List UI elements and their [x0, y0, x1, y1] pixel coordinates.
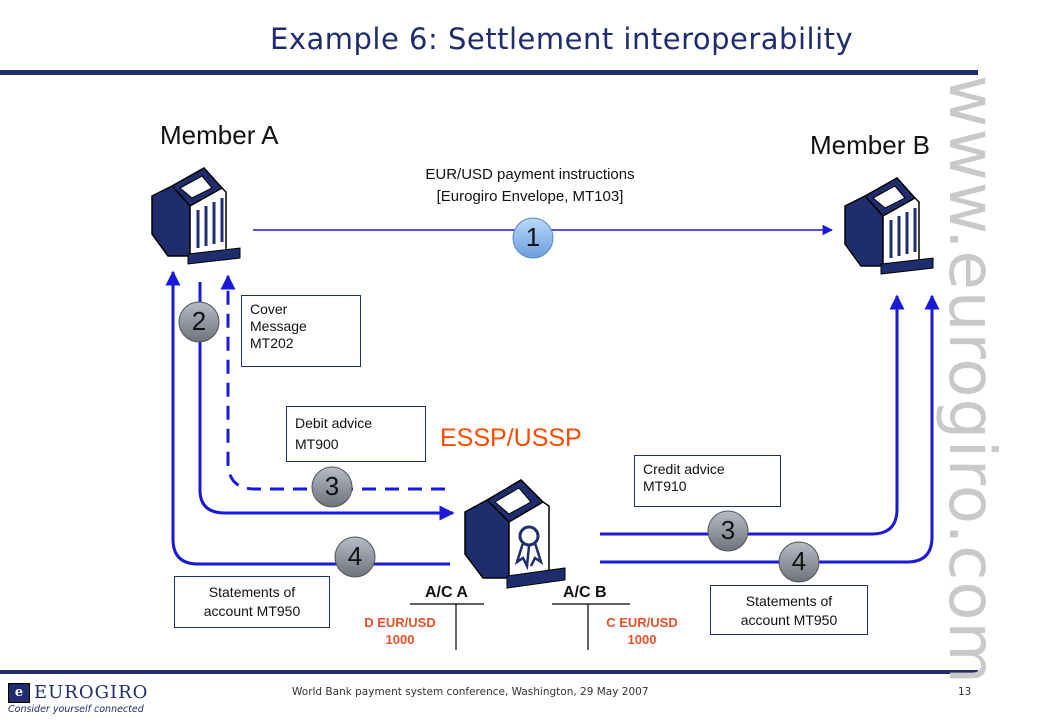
page-title: Example 6: Settlement interoperability — [270, 22, 854, 56]
cover-message-arrow — [198, 282, 455, 521]
member-b-label: Member B — [810, 130, 930, 160]
essp-ussp-label: ESSP/USSP — [440, 424, 582, 452]
account-a-entry-line1: D EUR/USD — [364, 615, 436, 630]
account-b-label: A/C B — [563, 584, 607, 601]
logo-wordmark: EUROGIRO — [34, 682, 149, 703]
payment-instructions-line1: EUR/USD payment instructions — [425, 166, 635, 183]
account-a-entry: D EUR/USD 1000 — [350, 614, 450, 648]
cover-message-line3: MT202 — [250, 335, 294, 351]
central-bank-icon — [464, 479, 566, 589]
statements-b-line2: account MT950 — [740, 612, 838, 628]
step-3a-badge — [311, 466, 353, 508]
credit-advice-line2: MT910 — [643, 478, 687, 494]
step-1-number: 1 — [525, 222, 541, 252]
payment-instructions-line2: [Eurogiro Envelope, MT103] — [436, 188, 624, 205]
bank-a-icon — [151, 167, 241, 265]
statements-a-arrow — [165, 270, 450, 566]
step-3a-number: 3 — [324, 471, 340, 501]
title-rule — [0, 70, 978, 75]
account-b-entry-line2: 1000 — [627, 632, 657, 647]
step-4a-number: 4 — [347, 541, 363, 571]
footer-rule — [0, 670, 978, 674]
step-1-badge — [512, 217, 554, 259]
step-4b-badge — [778, 541, 820, 583]
account-a-label: A/C A — [425, 584, 468, 601]
t-account-b — [552, 603, 630, 650]
credit-advice-line1: Credit advice — [643, 461, 725, 477]
step-3b-number: 3 — [720, 515, 736, 545]
credit-advice-arrow — [600, 294, 905, 536]
statements-a-box: Statements of account MT950 — [174, 576, 330, 628]
debit-advice-box: Debit advice MT900 — [286, 406, 426, 462]
credit-advice-box: Credit advice MT910 — [634, 455, 781, 507]
statements-a-line2: account MT950 — [203, 603, 301, 619]
t-account-a — [410, 603, 484, 650]
account-b-entry: C EUR/USD 1000 — [592, 614, 692, 648]
step-3b-badge — [707, 510, 749, 552]
debit-advice-line1: Debit advice — [295, 415, 373, 431]
account-a-entry-line2: 1000 — [385, 632, 415, 647]
step-2-badge — [178, 301, 220, 343]
statements-b-arrow — [600, 294, 940, 564]
step-4b-number: 4 — [791, 546, 807, 576]
payment-instructions-label: EUR/USD payment instructions [Eurogiro E… — [360, 164, 700, 208]
cover-message-line1: Cover — [250, 301, 288, 317]
footer-conference: World Bank payment system conference, Wa… — [292, 686, 649, 698]
step-4a-badge — [334, 536, 376, 578]
bank-b-icon — [844, 177, 934, 275]
page-number: 13 — [958, 686, 972, 698]
statements-b-box: Statements of account MT950 — [710, 585, 868, 635]
step-2-number: 2 — [191, 306, 207, 336]
account-b-entry-line1: C EUR/USD — [606, 615, 678, 630]
cover-message-box: Cover Message MT202 — [241, 295, 361, 367]
statements-a-line1: Statements of — [208, 584, 296, 600]
cover-message-line2: Message — [250, 318, 307, 334]
debit-advice-arrow — [220, 274, 445, 491]
statements-b-line1: Statements of — [745, 593, 833, 609]
debit-advice-line2: MT900 — [295, 436, 339, 452]
eurogiro-logo: e EUROGIRO Consider yourself connected — [6, 680, 156, 718]
logo-mark-icon: e — [8, 683, 30, 703]
member-a-label: Member A — [160, 120, 279, 150]
logo-tagline: Consider yourself connected — [8, 704, 144, 715]
